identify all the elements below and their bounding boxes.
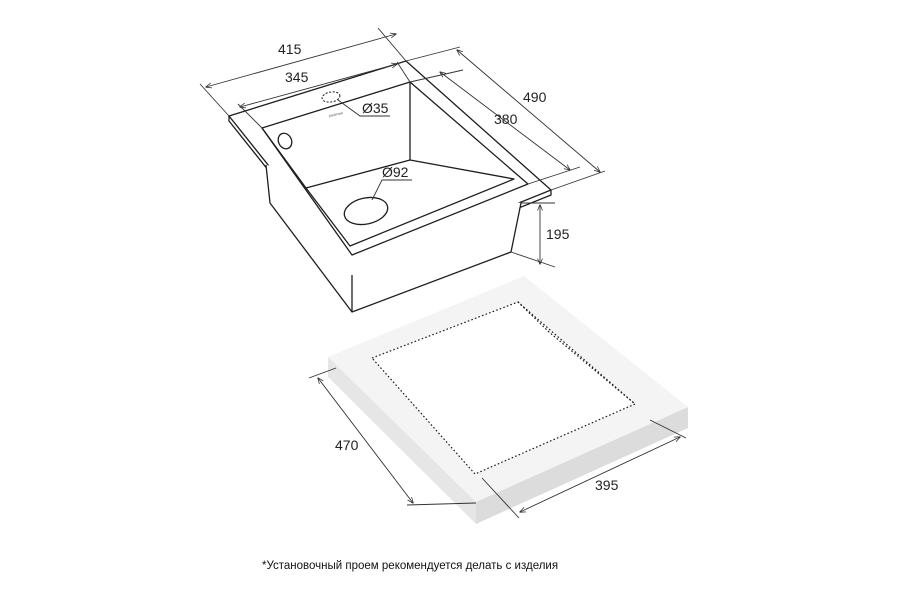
brand-mark: paulmark xyxy=(328,111,343,118)
sink-bowl-floor xyxy=(305,159,515,247)
cutout-dimension-lines xyxy=(308,367,687,519)
sink-bowl-corners xyxy=(261,82,411,189)
dim-height: 195 xyxy=(546,226,570,242)
installation-footnote: *Установочный проем рекомендуется делать… xyxy=(262,560,559,572)
dim-outer-depth: 490 xyxy=(523,89,547,105)
dim-drain-hole: Ø92 xyxy=(382,164,409,180)
dim-cutout-depth: 470 xyxy=(335,437,359,453)
dim-inner-width: 345 xyxy=(285,69,309,85)
dim-faucet-hole: Ø35 xyxy=(362,100,389,116)
dim-outer-width: 415 xyxy=(278,41,302,57)
overflow-hole xyxy=(277,132,293,150)
sink-dimension-lines xyxy=(199,27,606,268)
sink-isometric xyxy=(228,60,552,313)
dim-inner-depth: 380 xyxy=(494,111,518,127)
dim-cutout-width: 395 xyxy=(595,477,619,493)
cutout-opening xyxy=(370,301,637,475)
drain-hole xyxy=(343,196,389,226)
